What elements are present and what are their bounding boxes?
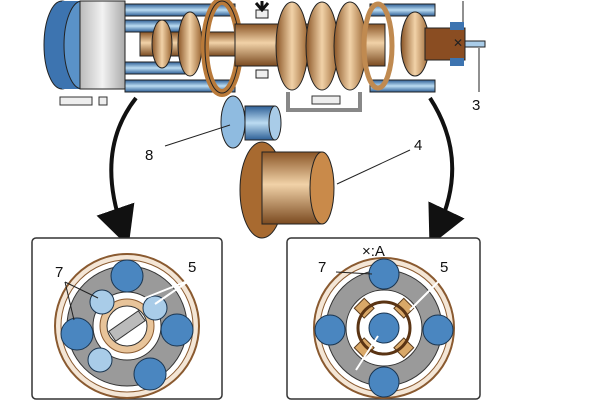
label-part-8: 8: [145, 147, 153, 164]
label-part-3: 3: [472, 97, 480, 114]
arrow-to-right-view: [428, 96, 465, 247]
left-cross-section: 7 5: [31, 237, 223, 400]
cross-mark-icon: ✕: [453, 36, 463, 50]
label-right-5: 5: [440, 259, 448, 276]
arrow-to-left-view: [96, 96, 138, 247]
arrow-down-icon: [254, 1, 270, 13]
label-part-4: 4: [414, 137, 422, 154]
label-left-7: 7: [55, 264, 63, 281]
label-right-7: 7: [318, 259, 326, 276]
right-cross-section: ×:A 7 5: [286, 237, 481, 400]
label-right-title: ×:A: [362, 243, 385, 260]
part-4-drum: [239, 141, 335, 239]
gear-assembly: ✕: [43, 0, 486, 112]
gear-8: [220, 95, 282, 149]
label-left-5: 5: [188, 259, 196, 276]
